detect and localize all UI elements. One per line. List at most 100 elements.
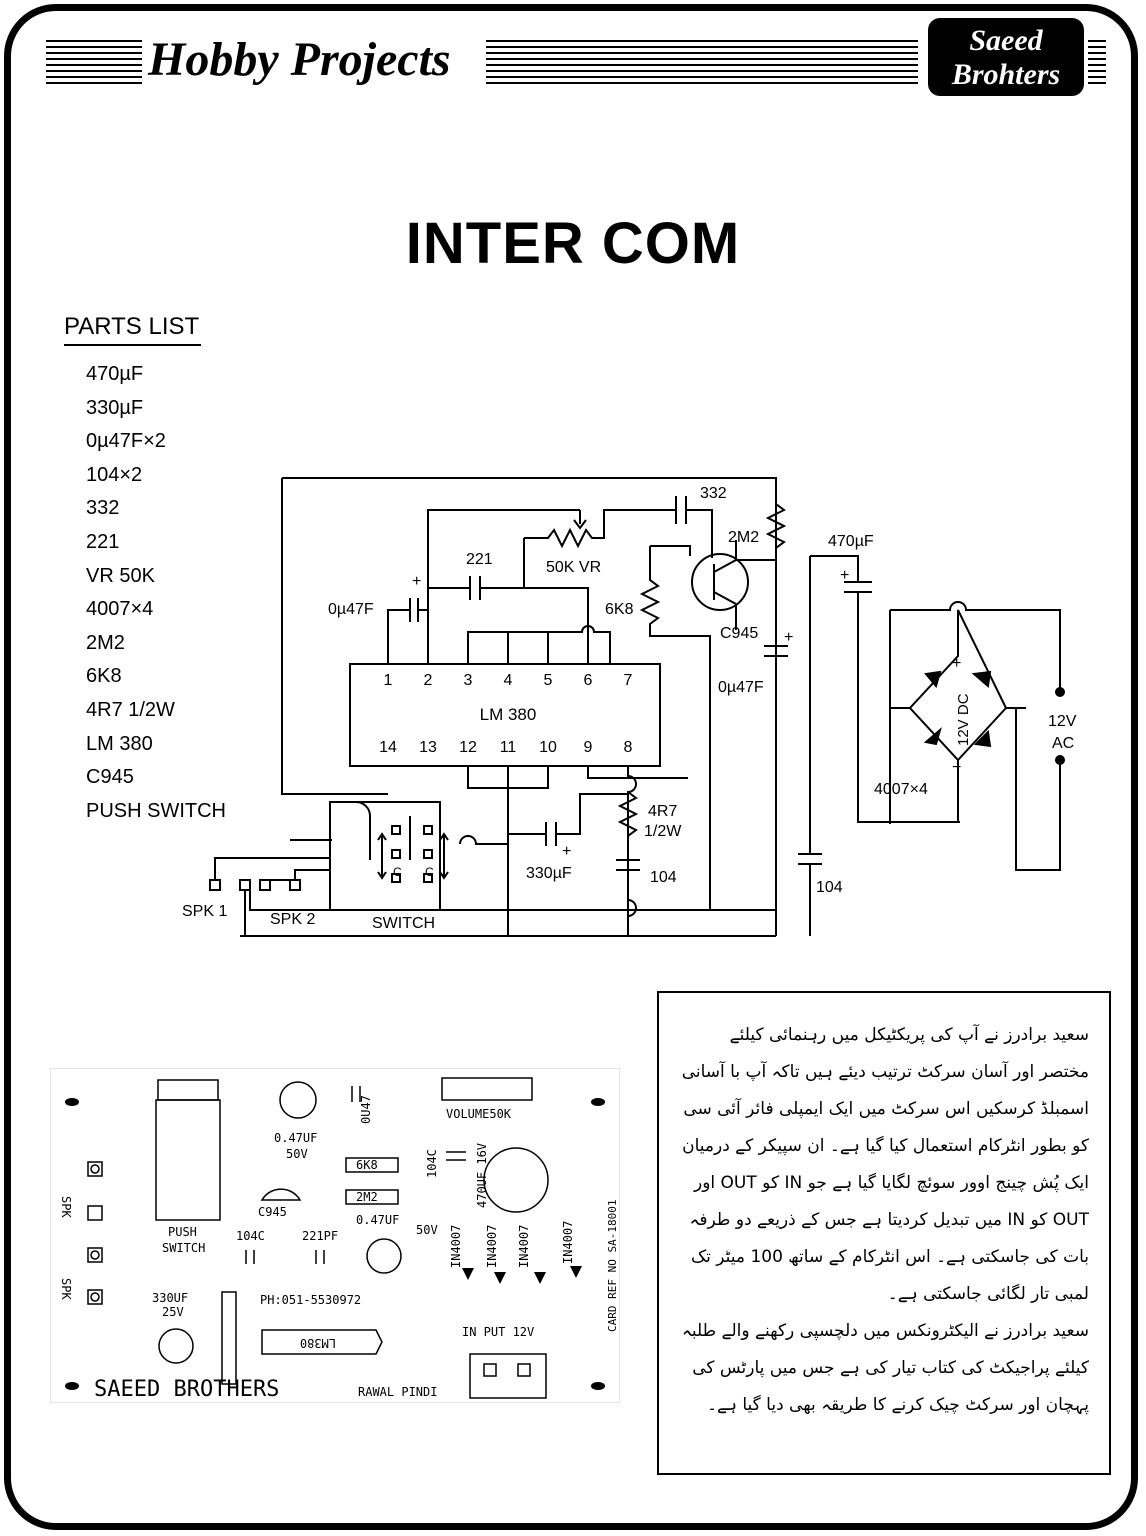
list-item: 4007×4 [86, 598, 154, 621]
pcb-label-047b-v: 50V [416, 1223, 438, 1237]
ic-pin-label: 5 [544, 672, 553, 689]
label-4r7-power: 1/2W [644, 823, 682, 840]
polarity-plus: + [840, 567, 849, 584]
pcb-label-330uf-v: 25V [162, 1305, 184, 1319]
pcb-label-brand: SAEED BROTHERS [94, 1377, 279, 1402]
urdu-description: سعید برادرز نے آپ کی پریکٹیکل میں رہنمائ… [657, 991, 1111, 1475]
pcb-label-diode: IN4007 [561, 1221, 575, 1264]
ic-pin-label: 4 [504, 672, 513, 689]
pcb-label-104c-top: 104C [425, 1149, 439, 1178]
list-item: 470µF [86, 363, 144, 385]
header-rule-right [486, 40, 918, 84]
polarity-plus: + [562, 843, 571, 860]
ic-pin-label: 13 [419, 739, 437, 756]
pcb-label-104c: 104C [236, 1229, 265, 1243]
pcb-label-6k8: 6K8 [356, 1158, 378, 1172]
pcb-label-047b: 0.47UF [356, 1213, 399, 1227]
polarity-plus: + [412, 573, 421, 590]
pcb-label-card-ref: CARD REF NO SA-18001 [606, 1200, 619, 1332]
label-spk1: SPK 1 [182, 903, 227, 920]
pcb-label-input: IN PUT 12V [462, 1325, 534, 1339]
pcb-label-push: PUSH [168, 1225, 197, 1239]
label-221: 221 [466, 551, 493, 568]
page-frame [4, 4, 1138, 1530]
label-330uf: 330µF [526, 865, 572, 882]
ic-pin-label: 9 [584, 739, 593, 756]
brand-line-1: Saeed [969, 24, 1043, 57]
pcb-label-spk: SPK [59, 1196, 73, 1218]
list-item: 2M2 [86, 631, 125, 654]
list-item: PUSH SWITCH [86, 799, 226, 822]
label-047-left: 0µ47F [328, 601, 374, 618]
list-item: 221 [86, 530, 120, 553]
ic-pin-label: 10 [539, 739, 557, 756]
label-12v: 12V [1048, 713, 1077, 730]
label-4007: 4007×4 [874, 781, 928, 798]
pcb-push-switch [155, 1099, 221, 1221]
label-c945: C945 [720, 625, 758, 642]
header-rule-left [46, 40, 142, 84]
header-rule-far-right [1088, 40, 1106, 84]
ic-pin-label: 12 [459, 739, 477, 756]
pcb-label-diode: IN4007 [485, 1225, 499, 1268]
list-item: 330µF [86, 396, 144, 419]
pcb-label-2m2: 2M2 [356, 1190, 378, 1204]
list-item: VR 50K [86, 564, 155, 587]
pcb-label-switch: SWITCH [162, 1241, 205, 1255]
pcb-label-diode: IN4007 [517, 1225, 531, 1268]
polarity-plus: + [952, 655, 961, 672]
brand-line-2: Brohters [951, 58, 1061, 91]
label-spk2: SPK 2 [270, 911, 315, 928]
list-item: C945 [86, 766, 134, 789]
label-switch: SWITCH [372, 915, 435, 932]
parts-list: 470µF 330µF 0µ47F×2 104×2 332 221 VR 50K… [86, 358, 226, 828]
label-12v-dc: 12V DC [955, 693, 972, 746]
label-104-right: 104 [816, 879, 843, 896]
label-332: 332 [700, 485, 727, 502]
transistor-c945 [691, 553, 749, 611]
page-title: INTER COM [405, 211, 741, 276]
list-item: 104×2 [86, 463, 143, 486]
switch-c-label: C [393, 865, 402, 879]
list-item: 6K8 [86, 665, 122, 688]
label-104-left: 104 [650, 869, 677, 886]
ic-pin-label: 8 [624, 739, 633, 756]
pcb-label-diode: IN4007 [449, 1225, 463, 1268]
ic-pin-label: 2 [424, 672, 433, 689]
ic-pin-label: 7 [624, 672, 633, 689]
list-item: LM 380 [86, 732, 153, 755]
label-vr: 50K VR [546, 559, 601, 576]
urdu-paragraph-2: سعید برادرز نے الیکٹرونکس میں دلچسپی رکھ… [681, 1321, 1089, 1415]
ic-pin-label: 11 [500, 739, 517, 756]
pcb-label-volume: VOLUME50K [446, 1107, 512, 1121]
list-item: 4R7 1/2W [86, 698, 175, 721]
label-4r7: 4R7 [648, 803, 677, 820]
label-470uf: 470µF [828, 533, 874, 550]
pcb-label-047: 0.47UF [274, 1131, 317, 1145]
brand-badge: Saeed Brohters [928, 18, 1084, 96]
pcb-label-phone: PH:051-5530972 [260, 1293, 361, 1307]
list-item: 0µ47F×2 [86, 430, 166, 453]
pcb-label-470uf: 470UF 16V [475, 1143, 489, 1208]
circuit-schematic: 1 2 3 4 5 6 7 LM 380 14 13 12 11 10 9 8 [182, 477, 1077, 937]
pcb-label-047-v: 50V [286, 1147, 308, 1161]
pcb-volume [441, 1077, 533, 1101]
pcb-label-047-vert: 0U47 [359, 1095, 373, 1124]
urdu-paragraph-1: سعید برادرز نے آپ کی پریکٹیکل میں رہنمائ… [681, 1025, 1089, 1304]
pcb-label-221pf: 221PF [302, 1229, 338, 1243]
pcb-label-c945: C945 [258, 1205, 287, 1219]
ic-pin-label: 14 [379, 739, 397, 756]
ic-label: LM 380 [480, 705, 537, 724]
ic-pin-label: 1 [384, 672, 393, 689]
parts-list-heading: PARTS LIST [64, 312, 202, 346]
switch-c-label: C [425, 865, 434, 879]
pcb-label-city: RAWAL PINDI [358, 1385, 437, 1399]
label-ac: AC [1052, 735, 1074, 752]
pcb-label-330uf: 330UF [152, 1291, 188, 1305]
pcb-label-ic: LM380 [300, 1336, 336, 1350]
series-title: Hobby Projects [148, 33, 451, 86]
pcb-layout: 0.47UF 50V 0U47 VOLUME50K 6K8 2M2 0.47UF… [50, 1068, 620, 1403]
pcb-label-spk: SPK [59, 1278, 73, 1300]
polarity-plus: + [784, 629, 793, 646]
label-6k8: 6K8 [605, 601, 634, 618]
